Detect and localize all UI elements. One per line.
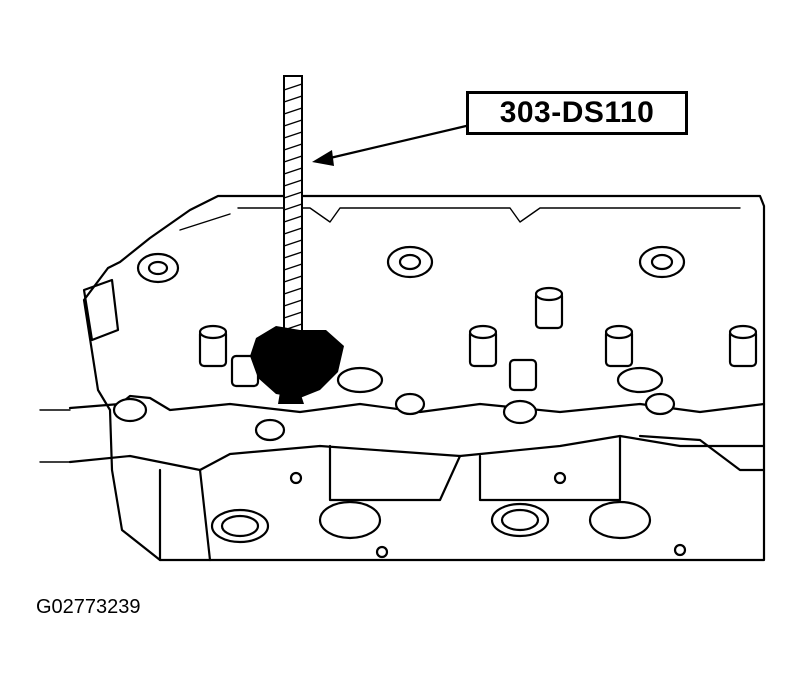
tool-label-text: 303-DS110: [499, 96, 655, 129]
bolt-bosses: [112, 245, 686, 442]
tool-callout-label: 303-DS110: [466, 91, 688, 135]
callout-leader-arrow: [312, 124, 468, 166]
ports: [210, 471, 687, 559]
cylinder-head-outline: [39, 194, 766, 562]
special-tool: [250, 75, 344, 404]
valve-lifters: [198, 286, 758, 394]
figure-id: G02773239: [36, 596, 141, 618]
